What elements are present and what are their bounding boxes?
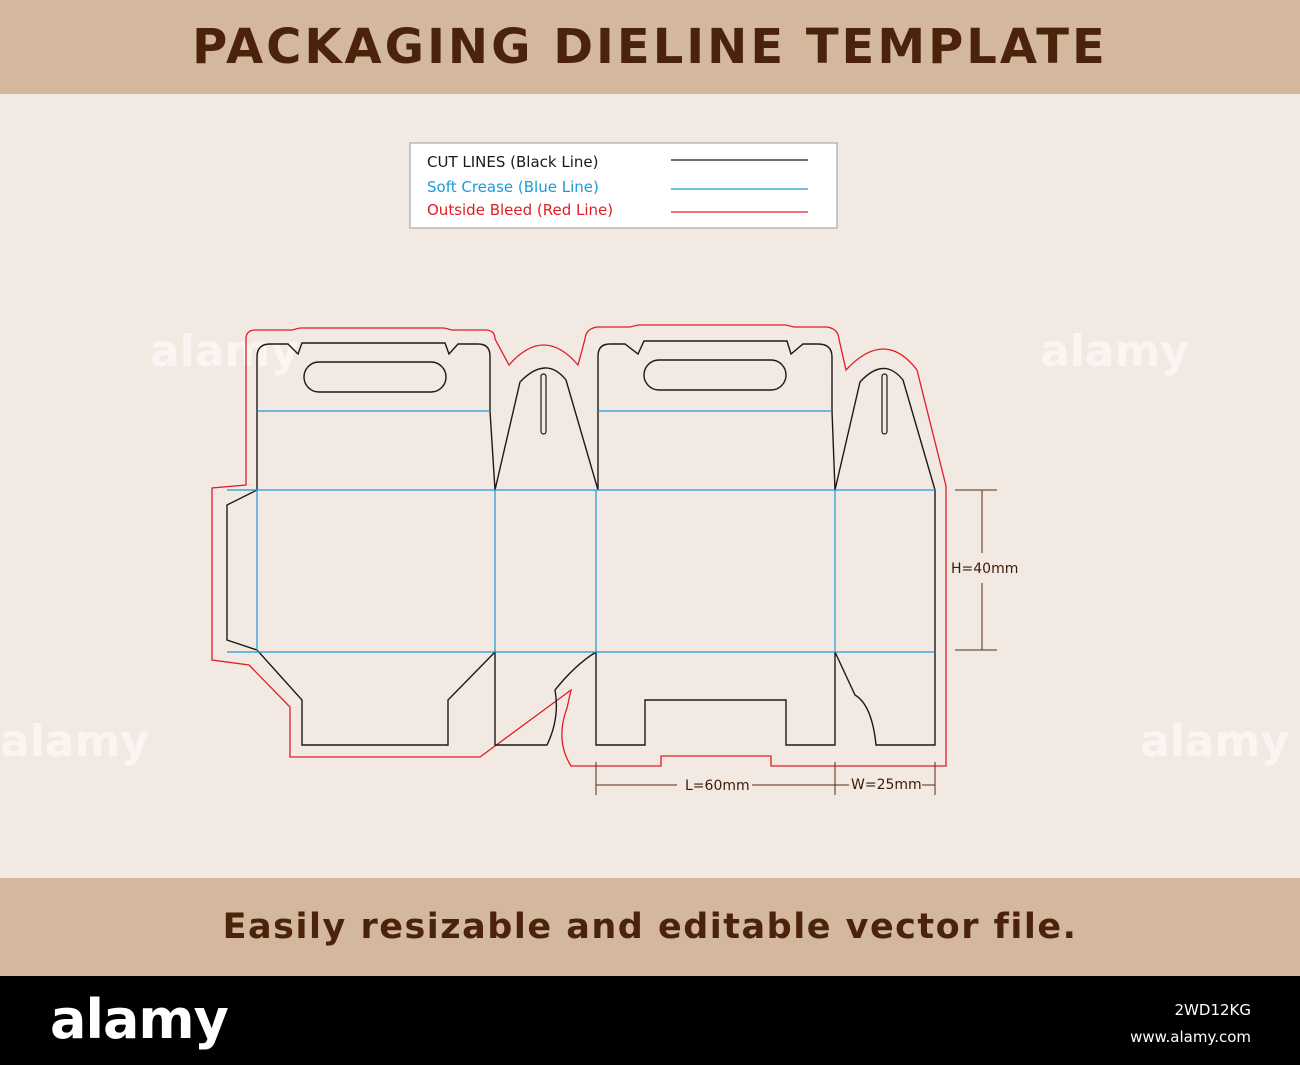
alamy-logo: alamy [50,988,229,1051]
dimension-length [595,762,835,795]
legend-label-bleed: Outside Bleed (Red Line) [427,201,613,219]
crease-lines [227,410,935,653]
page-title: PACKAGING DIELINE TEMPLATE [192,19,1108,75]
legend: CUT LINES (Black Line) Soft Crease (Blue… [409,142,838,229]
slot-left [540,373,547,435]
watermark-text: alamy [1040,326,1189,377]
dieline-diagram: CUT LINES (Black Line) Soft Crease (Blue… [211,142,1018,795]
watermark-text: alamy [150,326,299,377]
handle-hole-right [643,359,787,391]
caption-text: Easily resizable and editable vector fil… [222,907,1078,947]
dimension-height [955,489,997,651]
dimension-width-label: W=25mm [851,777,922,793]
legend-label-cut: CUT LINES (Black Line) [427,153,598,171]
legend-box [409,142,838,229]
handle-hole-left [303,361,447,393]
image-id: 2WD12KG [1175,1001,1251,1019]
watermark-footer: alamy 2WD12KG www.alamy.com [0,976,1300,1065]
bleed-outline [211,324,947,767]
cut-outline [226,340,936,746]
dieline-stage: alamy alamy alamy alamy CUT LINES (Black… [0,94,1300,878]
watermark-text: alamy [1140,716,1289,767]
dimension-length-label: L=60mm [685,778,750,794]
watermark-text: alamy [0,716,149,767]
caption-band: Easily resizable and editable vector fil… [0,878,1300,976]
slot-right [881,373,888,435]
site-domain: www.alamy.com [1130,1028,1251,1046]
dimension-width [834,762,936,795]
dimension-height-label: H=40mm [951,561,1018,577]
watermark-footer-graphics: alamy 2WD12KG www.alamy.com [50,988,1251,1051]
legend-label-crease: Soft Crease (Blue Line) [427,178,599,196]
header-band: PACKAGING DIELINE TEMPLATE [0,0,1300,94]
